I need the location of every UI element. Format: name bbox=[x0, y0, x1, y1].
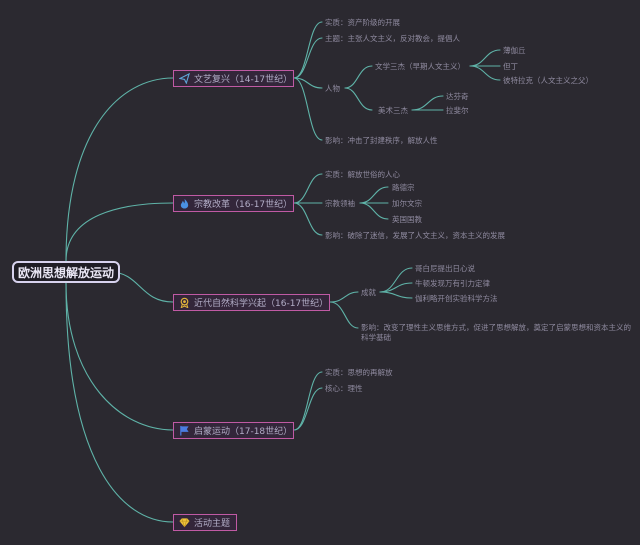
artist-item: 拉斐尔 bbox=[446, 106, 469, 115]
reformation-influence: 影响：破除了迷信，发展了人文主义，资本主义的发展 bbox=[325, 231, 505, 240]
science-achievement: 牛顿发现万有引力定律 bbox=[415, 279, 490, 288]
art-three: 美术三杰 bbox=[378, 106, 408, 115]
branch-label: 近代自然科学兴起（16-17世纪） bbox=[194, 299, 329, 309]
artist-item: 达芬奇 bbox=[446, 92, 469, 101]
enlightenment-essence: 实质：思想的再解放 bbox=[325, 368, 393, 377]
branch-enlightenment[interactable]: 启蒙运动（17-18世纪） bbox=[173, 422, 294, 439]
branch-renaissance[interactable]: 文艺复兴（14-17世纪） bbox=[173, 70, 294, 87]
giant-item: 但丁 bbox=[503, 62, 518, 71]
branch-summary[interactable]: 活动主题 bbox=[173, 514, 237, 531]
science-achievement: 伽利略开创实验科学方法 bbox=[415, 294, 498, 303]
paper-plane-icon bbox=[179, 73, 190, 84]
reformation-figure: 英国国教 bbox=[392, 215, 422, 224]
science-influence: 影响：改变了理性主义思维方式，促进了思想解放，奠定了启蒙思想和资本主义的科学基础 bbox=[361, 323, 631, 342]
award-icon bbox=[180, 297, 189, 308]
branch-label: 启蒙运动（17-18世纪） bbox=[194, 427, 293, 437]
renaissance-influence: 影响：冲击了封建秩序，解放人性 bbox=[325, 136, 438, 145]
branch-label: 活动主题 bbox=[194, 519, 231, 529]
science-achievement: 哥白尼提出日心说 bbox=[415, 264, 475, 273]
diamond-icon bbox=[179, 518, 190, 528]
reformation-figures-label: 宗教领袖 bbox=[325, 199, 355, 208]
reformation-figure: 加尔文宗 bbox=[392, 199, 422, 208]
branch-label: 文艺复兴（14-17世纪） bbox=[194, 75, 293, 85]
giant-item: 薄伽丘 bbox=[503, 46, 526, 55]
enlightenment-core: 核心：理性 bbox=[325, 384, 363, 393]
branch-label: 宗教改革（16-17世纪） bbox=[194, 200, 293, 210]
renaissance-theme: 主题：主张人文主义，反对教会，提倡人 bbox=[325, 34, 460, 43]
root-topic[interactable]: 欧洲思想解放运动 bbox=[12, 261, 120, 283]
branch-reformation[interactable]: 宗教改革（16-17世纪） bbox=[173, 195, 294, 212]
branch-science[interactable]: 近代自然科学兴起（16-17世纪） bbox=[173, 294, 330, 311]
giant-item: 彼特拉克（人文主义之父） bbox=[503, 76, 593, 85]
renaissance-figures: 人物 bbox=[325, 84, 340, 93]
flame-icon bbox=[180, 198, 189, 209]
three-giants: 文学三杰（早期人文主义） bbox=[375, 62, 465, 71]
science-achievements-label: 成就 bbox=[361, 288, 376, 297]
renaissance-essence: 实质：资产阶级的开展 bbox=[325, 18, 400, 27]
reformation-essence: 实质：解放世俗的人心 bbox=[325, 170, 400, 179]
flag-icon bbox=[180, 425, 189, 436]
reformation-figure: 路德宗 bbox=[392, 183, 415, 192]
